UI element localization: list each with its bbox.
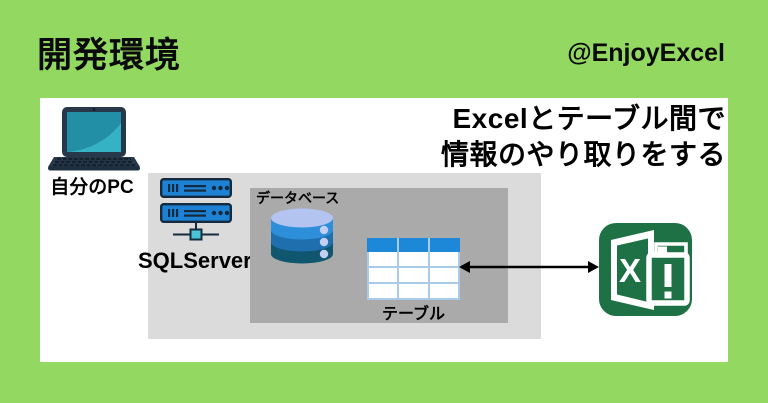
table-icon-header-row (367, 238, 460, 252)
double-headed-arrow-icon (459, 261, 599, 273)
sqlserver-label: SQLServer (138, 248, 252, 273)
diagram-panel: Excelとテーブル間で 情報のやり取りをする 自分のPC (40, 98, 728, 362)
laptop-icon (48, 107, 140, 171)
panel-caption: Excelとテーブル間で 情報のやり取りをする (441, 101, 726, 173)
database-cylinder-icon (271, 208, 333, 264)
excel-x-letter: X (619, 252, 641, 289)
caption-line-1: Excelとテーブル間で (452, 103, 726, 134)
server-stack-icon (160, 178, 232, 241)
excel-warning-icon: X (599, 223, 692, 316)
caption-line-2: 情報のやり取りをする (440, 139, 726, 170)
table-label: テーブル (381, 306, 446, 323)
author-handle: @EnjoyExcel (567, 39, 725, 67)
page-title: 開発環境 (37, 36, 182, 75)
table-icon-body-rows (367, 252, 460, 300)
sqlserver-environment-box: SQLServer データベース (138, 173, 541, 339)
table-grid-icon (367, 238, 460, 300)
database-label: データベース (256, 190, 340, 206)
database-box: データベース (250, 188, 508, 323)
pc-label: 自分のPC (50, 177, 134, 198)
